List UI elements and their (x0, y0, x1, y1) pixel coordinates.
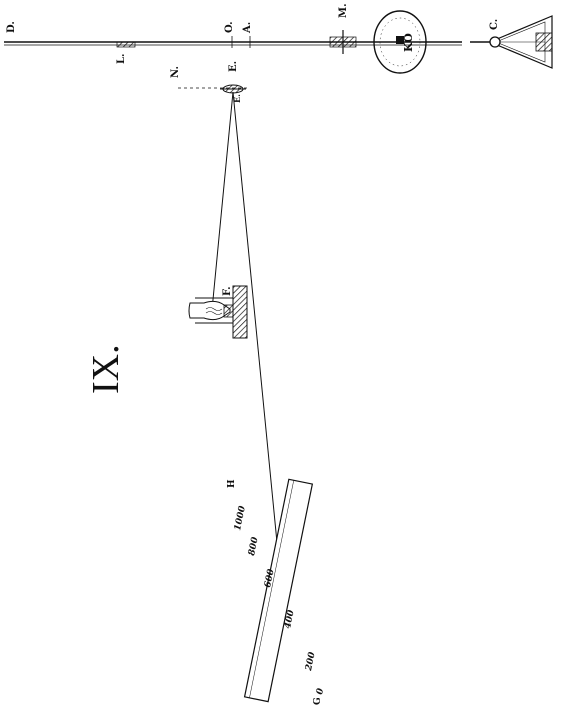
label-C: C. (489, 19, 500, 30)
label-E-lens: E. (232, 94, 242, 103)
label-H: H (227, 479, 237, 488)
label-N: N. (170, 66, 181, 78)
scale-tick-800: 800 (247, 535, 261, 556)
scale-tick-200: 200 (304, 650, 318, 672)
scale-tick-1000: 1000 (233, 504, 248, 531)
scale-tick-400: 400 (283, 608, 297, 629)
label-D: D. (6, 21, 17, 33)
scale-bar (243, 478, 314, 703)
slider-L (116, 41, 136, 48)
scale-tick-0: 0 (315, 687, 326, 696)
apparatus-C (488, 15, 553, 69)
label-G: G (313, 697, 323, 705)
lamp-F (188, 285, 248, 339)
rod-ticks (231, 36, 251, 48)
label-F: F. (222, 286, 233, 296)
dial-disc (373, 10, 427, 74)
label-L: L. (116, 53, 127, 64)
figure-number: IX. (85, 344, 127, 394)
label-A: A. (242, 22, 253, 34)
label-KO: KO (402, 33, 415, 52)
mirror-M (329, 30, 357, 54)
main-rod (4, 41, 490, 46)
label-O: O. (224, 21, 235, 33)
light-rays (211, 91, 284, 605)
label-E: E. (228, 61, 239, 72)
label-M: M. (338, 3, 349, 18)
scale-tick-600: 600 (263, 567, 277, 588)
